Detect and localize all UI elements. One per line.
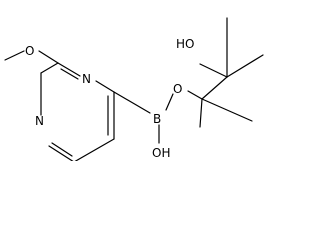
atom-oh-boron: OH bbox=[152, 146, 170, 160]
atom-ho-pinacol: HO bbox=[176, 37, 194, 51]
atom-n3: N bbox=[82, 72, 91, 86]
bond-cq1-cq2 bbox=[201, 76, 228, 100]
bond-cq2-me-right bbox=[226, 54, 264, 78]
bond-cq2-oh bbox=[199, 63, 228, 78]
bond-c2-n3-inner bbox=[60, 68, 79, 80]
bond-methyl-o bbox=[4, 50, 25, 61]
bond-c2-n3 bbox=[57, 62, 81, 77]
bond-cq1-me-right bbox=[201, 98, 253, 122]
atom-o-methoxy: O bbox=[25, 44, 34, 58]
atom-b: B bbox=[153, 112, 161, 126]
atom-n1: N bbox=[35, 114, 44, 128]
bond-b-o bbox=[165, 93, 174, 111]
bond-c6-n1-inner bbox=[51, 142, 73, 157]
bond-n3-c4 bbox=[95, 80, 115, 93]
bond-c5-c6 bbox=[74, 138, 115, 161]
bond-c4-b bbox=[113, 91, 151, 114]
atom-labels: O N N B O OH HO bbox=[25, 37, 194, 160]
bond-lines bbox=[4, 17, 264, 161]
bond-cq1-me-left bbox=[199, 98, 203, 128]
bond-o-cq1 bbox=[187, 90, 203, 100]
bond-o-c2 bbox=[38, 50, 59, 64]
bond-n1-c2-b bbox=[40, 62, 59, 74]
bond-c6-n1 bbox=[48, 145, 74, 161]
atom-o-ester: O bbox=[173, 82, 182, 96]
chemical-structure-diagram: O N N B O OH HO bbox=[4, 17, 264, 161]
